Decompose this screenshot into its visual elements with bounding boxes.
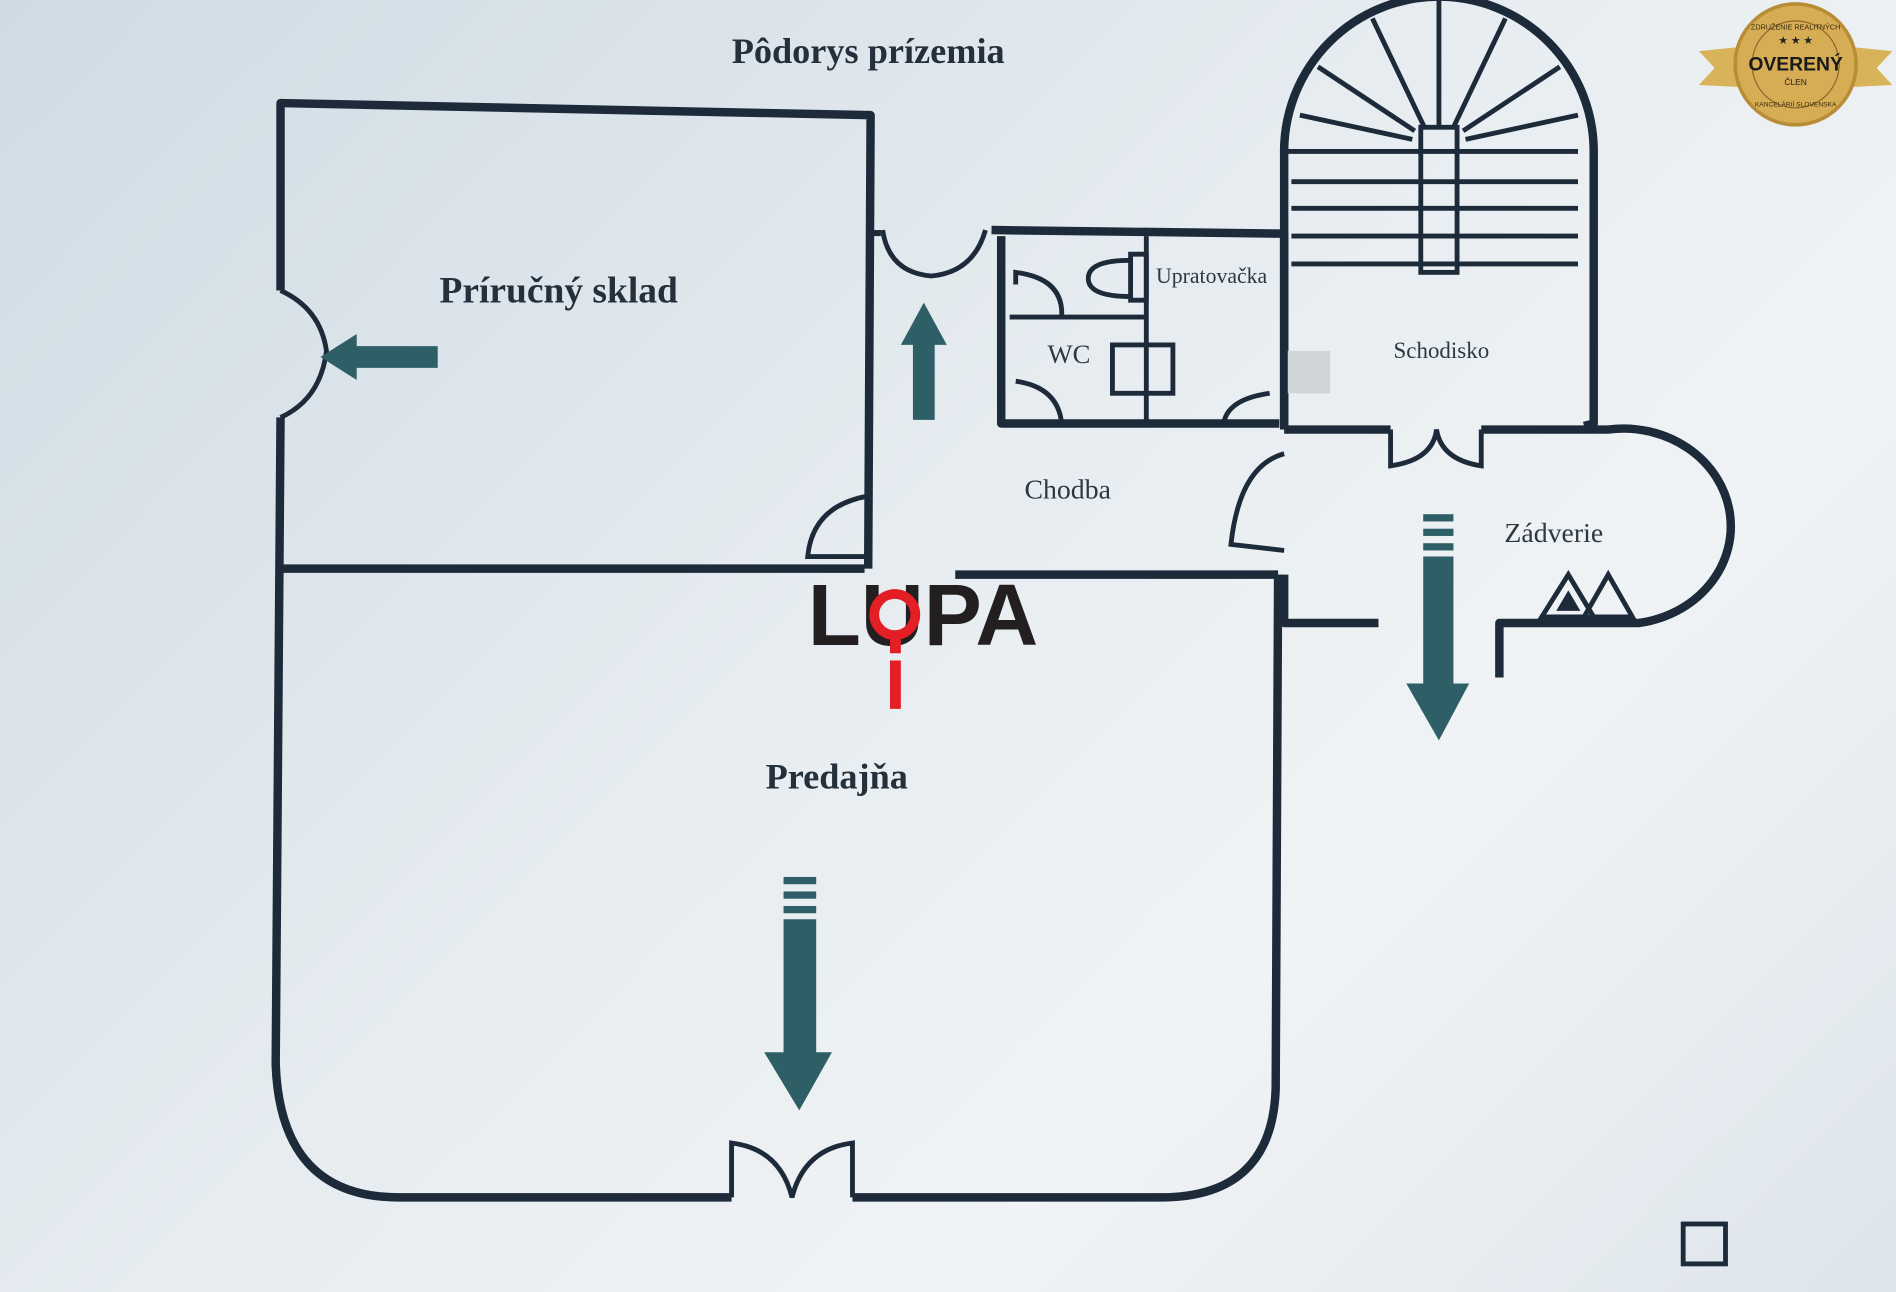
arrow-down-icon bbox=[764, 919, 832, 1111]
exit-arrows bbox=[320, 302, 1728, 1267]
lupa-watermark: LUPA bbox=[808, 567, 1039, 709]
magnifier-icon bbox=[869, 589, 921, 640]
badge-main-text: OVERENÝ bbox=[1748, 51, 1843, 75]
chimney bbox=[1287, 350, 1331, 394]
badge-sub-text: ČLEN bbox=[1784, 77, 1807, 87]
marker-square bbox=[1680, 1221, 1728, 1267]
room-label-sklad: Príručný sklad bbox=[439, 271, 678, 312]
arrow-down-icon bbox=[1406, 556, 1470, 741]
badge-bottom-text: KANCELÁRIÍ SLOVENSKA bbox=[1755, 100, 1837, 109]
doors bbox=[279, 229, 1484, 1198]
verified-member-badge: ZDRUŽENIE REALITNÝCH ★ ★ ★ OVERENÝ ČLEN … bbox=[1698, 2, 1893, 127]
room-label-schodisko: Schodisko bbox=[1393, 338, 1489, 363]
arrow-up-icon bbox=[900, 302, 947, 420]
svg-text:★ ★ ★: ★ ★ ★ bbox=[1778, 35, 1813, 47]
walls bbox=[271, 0, 1736, 1202]
lupa-logo: LUPA bbox=[808, 567, 1039, 664]
arrow-left-icon bbox=[320, 334, 438, 380]
badge-top-text: ZDRUŽENIE REALITNÝCH bbox=[1751, 22, 1840, 31]
fire-extinguisher-icon bbox=[1537, 569, 1637, 620]
room-label-chodba: Chodba bbox=[1024, 474, 1110, 505]
room-label-zadverie: Zádverie bbox=[1504, 518, 1603, 549]
room-label-wc: WC bbox=[1047, 339, 1090, 369]
plan-title: Pôdorys prízemia bbox=[732, 31, 1005, 71]
room-label-predajna: Predajňa bbox=[766, 757, 908, 797]
room-label-upratovacka: Upratovačka bbox=[1156, 264, 1267, 288]
